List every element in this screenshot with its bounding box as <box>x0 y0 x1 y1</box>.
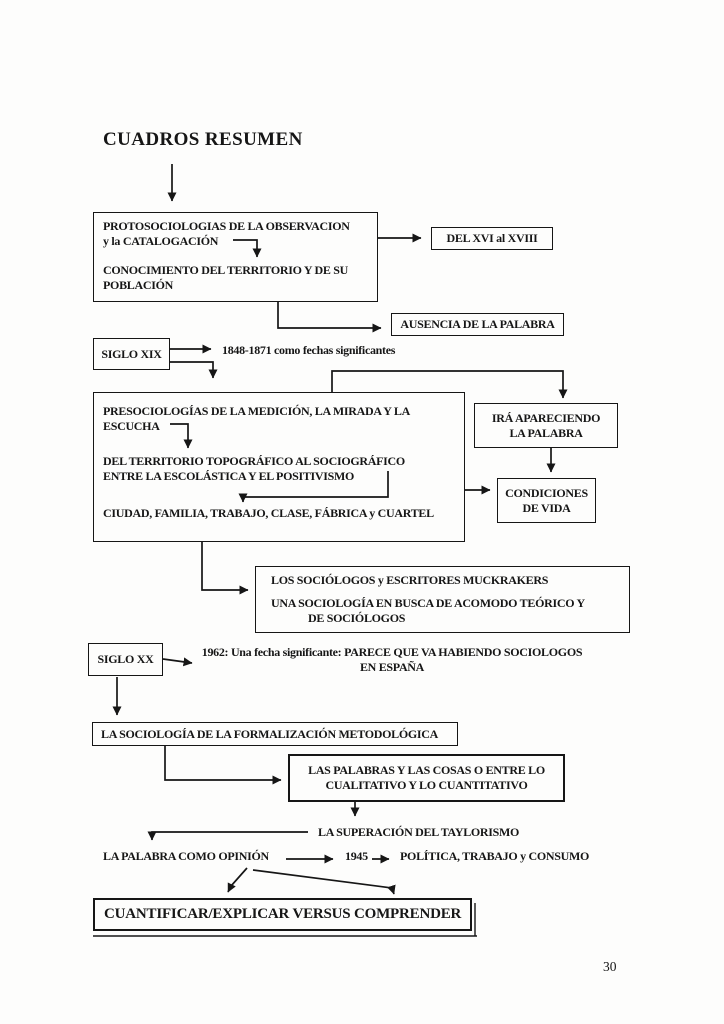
arrow-taylorismo-to-opinion <box>147 831 308 841</box>
node-line: PRESOCIOLOGÍAS DE LA MEDICIÓN, LA MIRADA… <box>103 404 410 418</box>
node-line: DE VIDA <box>522 500 571 515</box>
arrow-proto-to-ausencia <box>277 302 382 333</box>
text-palabra-como-opinion: LA PALABRA COMO OPINIÓN <box>103 849 269 863</box>
node-formalizacion-metodologica: LA SOCIOLOGÍA DE LA FORMALIZACIÓN METODO… <box>92 722 458 746</box>
text-line: EN ESPAÑA <box>359 660 425 674</box>
node-presociologias: PRESOCIOLOGÍAS DE LA MEDICIÓN, LA MIRADA… <box>93 392 465 542</box>
node-line: DE SOCIÓLOGOS <box>308 611 406 625</box>
node-line: UNA SOCIOLOGÍA EN BUSCA DE ACOMODO TEÓRI… <box>271 596 585 610</box>
node-siglo-xix: SIGLO XIX <box>93 338 170 370</box>
arrow-preso-to-muckrakers <box>201 542 249 595</box>
node-line: ENTRE LA ESCOLÁSTICA Y EL POSITIVISMO <box>103 469 355 483</box>
node-line: CONOCIMIENTO DEL TERRITORIO Y DE SU <box>103 263 349 277</box>
node-label: SIGLO XX <box>97 652 154 666</box>
text-year-1945: 1945 <box>345 849 368 863</box>
node-line: DEL TERRITORIO TOPOGRÁFICO AL SOCIOGRÁFI… <box>103 454 405 468</box>
text-superacion-taylorismo: LA SUPERACIÓN DEL TAYLORISMO <box>318 825 520 839</box>
node-label: DEL XVI al XVIII <box>446 231 538 245</box>
page-title: CUADROS RESUMEN <box>103 129 303 150</box>
node-condiciones-de-vida: CONDICIONES DE VIDA <box>497 478 596 523</box>
node-ausencia-de-la-palabra: AUSENCIA DE LA PALABRA <box>391 313 564 336</box>
text-politica-trabajo-consumo: POLÍTICA, TRABAJO y CONSUMO <box>400 849 590 863</box>
node-line: IRÁ APARECIENDO <box>491 410 601 425</box>
node-line: ESCUCHA <box>103 419 160 433</box>
node-line: CONDICIONES <box>505 485 588 500</box>
arrow-opinion-to-cuantificar-right <box>252 869 396 895</box>
node-line: LA PALABRA <box>509 425 583 440</box>
node-line: POBLACIÓN <box>103 278 173 292</box>
text-fecha-significante-1962: 1962: Una fecha significante: PARECE QUE… <box>197 645 587 675</box>
node-del-xvi-al-xviii: DEL XVI al XVIII <box>431 227 553 250</box>
arrow-xx-to-fechas <box>162 657 193 667</box>
node-label: AUSENCIA DE LA PALABRA <box>400 317 555 331</box>
node-line: CIUDAD, FAMILIA, TRABAJO, CLASE, FÁBRICA… <box>103 506 434 520</box>
node-label: SIGLO XIX <box>101 346 162 361</box>
text-fechas-significantes-xix: 1848-1871 como fechas significantes <box>222 343 396 357</box>
node-label: CUANTIFICAR/EXPLICAR VERSUS COMPRENDER <box>104 906 462 922</box>
arrow-xix-to-preso <box>170 361 218 379</box>
node-line: LOS SOCIÓLOGOS y ESCRITORES MUCKRAKERS <box>271 573 549 587</box>
node-line: y la CATALOGACIÓN <box>103 234 219 248</box>
node-siglo-xx: SIGLO XX <box>88 643 163 676</box>
node-sociologos-muckrakers: LOS SOCIÓLOGOS y ESCRITORES MUCKRAKERS U… <box>255 566 630 633</box>
node-line: LAS PALABRAS Y LAS COSAS O ENTRE LO <box>308 763 545 777</box>
node-line: PROTOSOCIOLOGIAS DE LA OBSERVACION <box>103 219 350 233</box>
node-label: LA SOCIOLOGÍA DE LA FORMALIZACIÓN METODO… <box>101 726 439 741</box>
text-line: 1962: Una fecha significante: PARECE QUE… <box>201 645 583 659</box>
node-cuantificar-explicar: CUANTIFICAR/EXPLICAR VERSUS COMPRENDER <box>93 898 472 931</box>
arrow-formalizacion-to-palabras <box>164 746 282 785</box>
page-number: 30 <box>603 959 617 974</box>
arrow-opinion-to-cuantificar-left <box>227 867 248 893</box>
node-line: CUALITATIVO Y LO CUANTITATIVO <box>325 778 528 792</box>
node-ira-apareciendo-la-palabra: IRÁ APARECIENDO LA PALABRA <box>474 403 618 448</box>
node-palabras-y-cosas: LAS PALABRAS Y LAS COSAS O ENTRE LO CUAL… <box>288 754 565 802</box>
node-protosociologias: PROTOSOCIOLOGIAS DE LA OBSERVACION y la … <box>93 212 378 302</box>
